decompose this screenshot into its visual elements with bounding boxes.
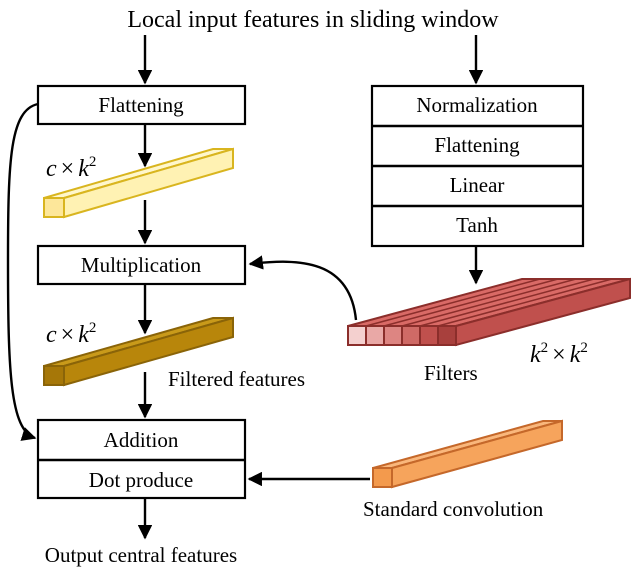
filtered-features-bar (43, 316, 234, 387)
filters-label: Filters (424, 361, 478, 385)
standard-convolution-bar (372, 419, 563, 489)
filter-generator-stack (370, 84, 585, 248)
dot-produce-label: Dot produce (89, 468, 193, 492)
filtered-features-label: Filtered features (168, 367, 305, 391)
flattening-label: Flattening (98, 93, 184, 117)
multiplication-label: Multiplication (81, 253, 202, 277)
skip-connection-arrow (6, 102, 39, 441)
flattening-right-label: Flattening (434, 133, 520, 157)
linear-label: Linear (450, 173, 505, 197)
standard-convolution-label: Standard convolution (363, 497, 544, 521)
output-label: Output central features (45, 543, 237, 567)
addition-label: Addition (104, 428, 179, 452)
tanh-label: Tanh (456, 213, 498, 237)
flattening-box (36, 84, 247, 126)
dim-label-top: c×k2 (46, 154, 96, 182)
input-label: Local input features in sliding window (127, 7, 499, 33)
filters-dim-label: k2×k2 (530, 340, 588, 368)
flattened-vector-bar (43, 147, 234, 219)
dim-label-bottom: c×k2 (46, 320, 96, 348)
arrow-filters-to-multiplication (248, 255, 358, 321)
multiplication-box (36, 244, 247, 286)
filters-bar (347, 277, 631, 347)
normalization-label: Normalization (416, 93, 538, 117)
